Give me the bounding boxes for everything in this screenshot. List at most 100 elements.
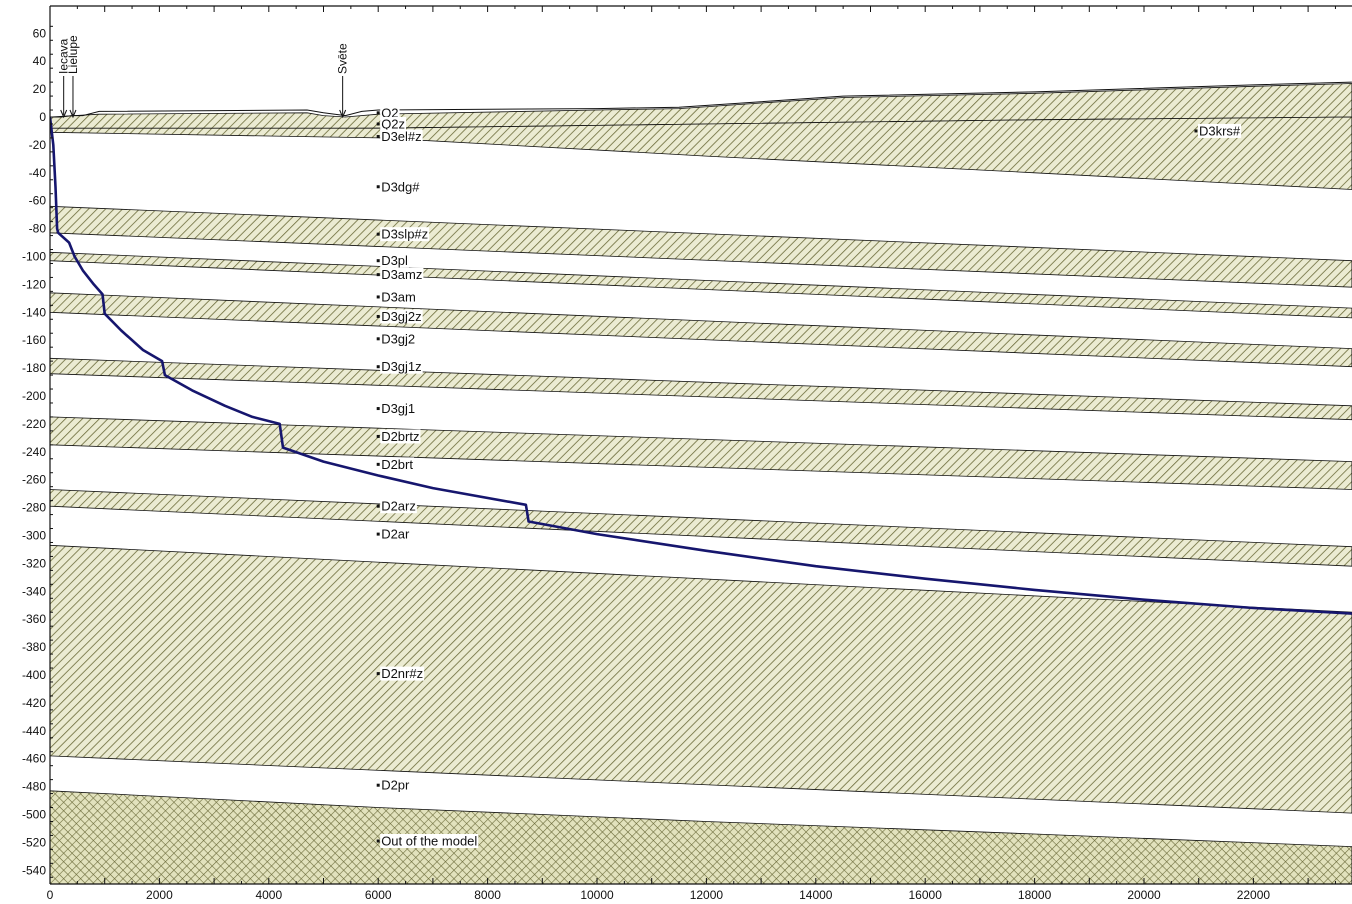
layer-label-d2nr-z: D2nr#z: [376, 666, 425, 681]
label-background: [380, 429, 421, 444]
layer-label-d3am: D3am: [376, 289, 417, 304]
label-background: [380, 359, 423, 374]
label-background: [380, 527, 411, 542]
layer-label-d3gj1: D3gj1: [376, 401, 417, 416]
label-background: [380, 227, 430, 242]
y-tick-label: -400: [22, 668, 46, 682]
flow-curve-group: [50, 116, 1352, 615]
label-background: [380, 457, 414, 472]
label-marker: [376, 273, 380, 277]
y-tick-label: -240: [22, 445, 46, 459]
y-tick-label: -360: [22, 612, 46, 626]
layer-label-text: D3am: [381, 289, 416, 304]
layer-label-d2brtz: D2brtz: [376, 429, 421, 444]
river-label: Iecava: [57, 38, 71, 74]
layer-label-text: D3el#z: [381, 129, 421, 144]
label-background: [380, 331, 417, 346]
layer-label-text: D3krs#: [1199, 123, 1241, 138]
y-tick-label: 0: [39, 110, 46, 124]
layer-label-d2brt: D2brt: [376, 457, 414, 472]
y-tick-label: -520: [22, 835, 46, 849]
label-background: [380, 309, 423, 324]
label-background: [380, 129, 423, 144]
label-background: [380, 267, 424, 282]
arrow-head-icon: [69, 109, 77, 119]
x-tick-label: 10000: [580, 888, 614, 902]
label-marker: [376, 135, 380, 139]
label-marker: [1194, 129, 1198, 133]
layer-label-text: D3gj1: [381, 401, 415, 416]
river-sv-te: Svēte: [336, 43, 350, 119]
label-marker: [376, 434, 380, 438]
x-tick-label: 12000: [690, 888, 724, 902]
out-of-model-fill: [50, 790, 1352, 884]
layer-label-text: D3amz: [381, 267, 422, 282]
label-marker: [376, 839, 380, 843]
label-marker: [376, 504, 380, 508]
y-tick-label: -160: [22, 333, 46, 347]
layer-label-text: D3pl: [381, 253, 408, 268]
river-iecava: Iecava: [57, 38, 71, 119]
aquitard-d2brtz: [50, 416, 1352, 490]
layer-label-d3gj1z: D3gj1z: [376, 359, 423, 374]
layer-label-d2ar: D2ar: [376, 527, 411, 542]
layer-label-text: D2pr: [381, 778, 410, 793]
label-marker: [376, 232, 380, 236]
y-tick-label: -20: [29, 138, 47, 152]
layer-label-d3amz: D3amz: [376, 267, 424, 282]
layer-label-text: D3dg#: [381, 179, 420, 194]
layer-label-text: Q2: [381, 105, 398, 120]
label-background: [1197, 123, 1242, 138]
layer-label-d3krs-: D3krs#: [1194, 123, 1242, 138]
label-background: [380, 666, 425, 681]
y-tick-label: -120: [22, 277, 46, 291]
river-lielupe: Lielupe: [66, 35, 80, 119]
y-tick-label: 60: [33, 26, 47, 40]
label-background: [380, 401, 417, 416]
layer-label-d2pr: D2pr: [376, 778, 411, 793]
arrow-head-icon: [339, 109, 347, 119]
label-background: [380, 778, 411, 793]
y-tick-label: 40: [33, 54, 47, 68]
y-tick-label: -200: [22, 389, 46, 403]
layer-label-text: D3gj2z: [381, 309, 421, 324]
aquitard-d3slp-z: [50, 205, 1352, 288]
layer-label-text: D2brtz: [381, 429, 419, 444]
y-tick-label: -320: [22, 556, 46, 570]
layer-label-q2: Q2: [376, 105, 400, 120]
label-background: [380, 253, 409, 268]
layer-label-d3slp-z: D3slp#z: [376, 227, 430, 242]
x-tick-label: 16000: [909, 888, 943, 902]
flow-curve: [50, 116, 1352, 615]
x-tick-label: 22000: [1237, 888, 1271, 902]
label-background: [380, 834, 479, 849]
layer-label-text: Out of the model: [381, 834, 477, 849]
y-tick-label: -540: [22, 863, 46, 877]
ground-surface-line: [50, 81, 1352, 118]
layer-label-d3pl: D3pl: [376, 253, 409, 268]
aquitard-d3el-z: [50, 116, 1352, 190]
y-tick-label: -260: [22, 473, 46, 487]
x-tick-label: 14000: [799, 888, 833, 902]
x-tick-label: 20000: [1127, 888, 1161, 902]
layer-label-text: D3gj2: [381, 331, 415, 346]
layer-label-text: Q2z: [381, 116, 405, 131]
layer-label-d3el-z: D3el#z: [376, 129, 423, 144]
x-tick-label: 8000: [474, 888, 501, 902]
y-tick-label: 20: [33, 82, 47, 96]
y-tick-label: -140: [22, 305, 46, 319]
layer-label-q2z: Q2z: [376, 116, 407, 131]
label-marker: [376, 337, 380, 341]
layer-label-out-of-the-model: Out of the model: [376, 834, 479, 849]
aquitard-d2nr-z: [50, 544, 1352, 814]
river-label: Lielupe: [66, 35, 80, 74]
y-tick-label: -420: [22, 696, 46, 710]
aquitard-layers: [50, 81, 1352, 884]
layer-label-text: D3slp#z: [381, 227, 428, 242]
label-background: [380, 179, 421, 194]
label-marker: [376, 672, 380, 676]
layer-label-d3dg-: D3dg#: [376, 179, 421, 194]
layer-label-text: D3gj1z: [381, 359, 421, 374]
